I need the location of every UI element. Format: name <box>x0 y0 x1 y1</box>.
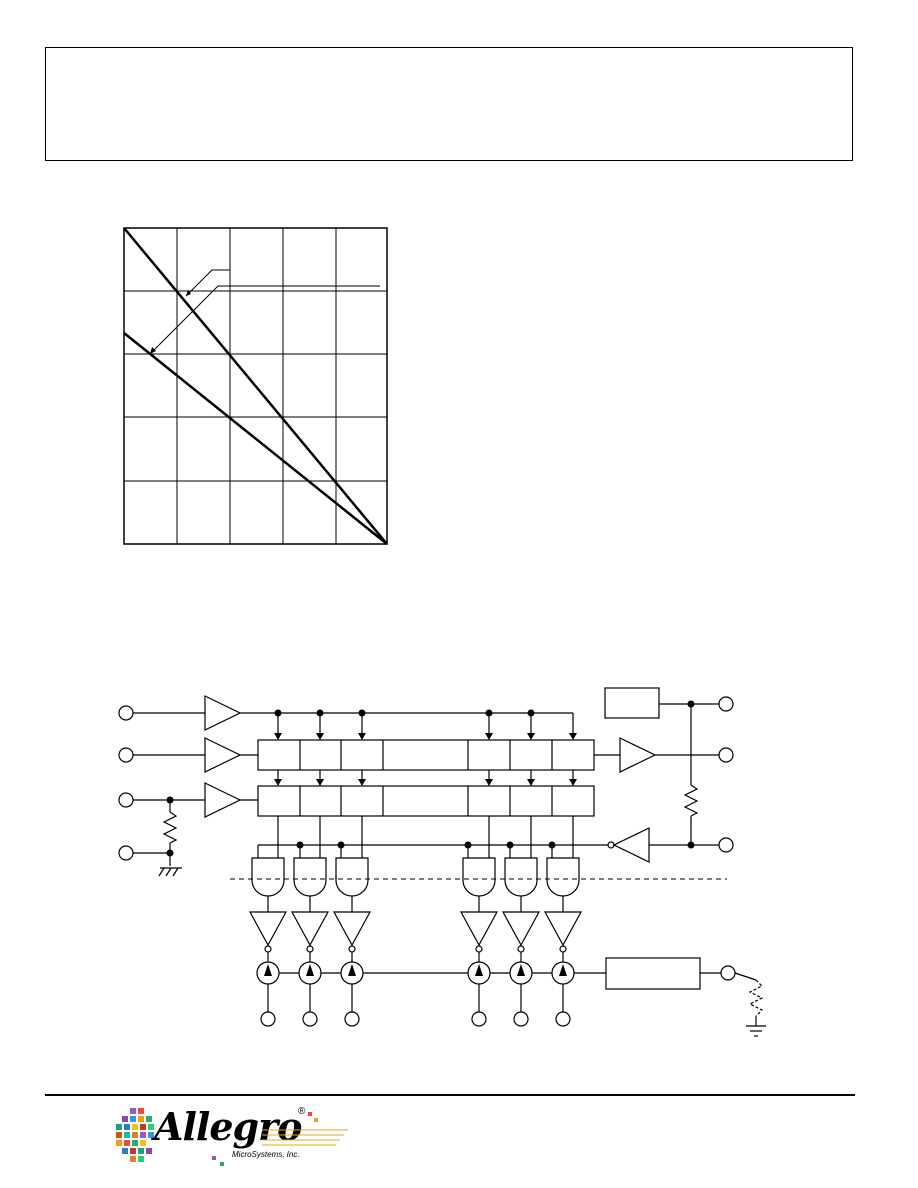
input-pin-2 <box>118 747 134 763</box>
output-pin-1 <box>260 1011 276 1027</box>
serial-output-pin <box>718 747 734 763</box>
logo-registered-mark: ® <box>298 1106 306 1117</box>
callout-arrow-upper <box>186 290 191 296</box>
and-gate-5 <box>504 857 538 897</box>
input-buffer-3 <box>204 782 242 818</box>
shift-register <box>257 739 595 771</box>
input-buffer-1 <box>204 695 242 731</box>
input-pin-4 <box>118 845 134 861</box>
logic-supply-pin <box>718 696 734 712</box>
serial-output-buffer <box>619 737 657 773</box>
callout-lower <box>149 285 380 355</box>
and-gate-2 <box>293 857 327 897</box>
driver-5 <box>501 911 541 947</box>
enable-buffer <box>612 827 650 863</box>
pulldown-resistor <box>162 811 178 844</box>
graph-grid <box>124 228 387 544</box>
driver-6 <box>543 911 583 947</box>
output-enable-pin <box>718 837 734 853</box>
derating-graph <box>123 227 388 545</box>
callout-upper <box>185 269 230 297</box>
output-pin-6 <box>555 1011 571 1027</box>
driver-1 <box>248 911 288 947</box>
graph-frame <box>123 227 388 545</box>
output-pin-4 <box>471 1011 487 1027</box>
and-gate-3 <box>335 857 369 897</box>
logic-supply-block <box>604 687 660 719</box>
header-box <box>45 47 853 161</box>
latches <box>257 785 595 817</box>
input-buffer-2 <box>204 737 242 773</box>
and-gate-6 <box>546 857 580 897</box>
callout-arrow-lower <box>150 347 156 354</box>
input-pin-1 <box>118 705 134 721</box>
derating-line-upper <box>123 227 388 545</box>
allegro-logo: Allegro ® MicroSystems, Inc. <box>112 1104 362 1170</box>
input-pin-3 <box>118 792 134 808</box>
footer-rule <box>45 1094 855 1096</box>
rext-pin <box>720 965 736 981</box>
logo-accent-lines <box>212 1112 348 1166</box>
and-gate-1 <box>251 857 285 897</box>
driver-4 <box>459 911 499 947</box>
current-regulator-block <box>605 957 701 990</box>
logo-company-name: MicroSystems, Inc. <box>232 1150 300 1159</box>
output-pin-5 <box>513 1011 529 1027</box>
output-pin-2 <box>302 1011 318 1027</box>
driver-2 <box>290 911 330 947</box>
external-resistor <box>748 979 764 1017</box>
logo-mosaic-icon <box>116 1108 154 1162</box>
pullup-resistor <box>683 784 699 817</box>
and-gate-4 <box>462 857 496 897</box>
driver-3 <box>332 911 372 947</box>
output-pin-3 <box>344 1011 360 1027</box>
derating-line-lower <box>123 332 388 545</box>
logo-wordmark: Allegro <box>154 1104 302 1149</box>
